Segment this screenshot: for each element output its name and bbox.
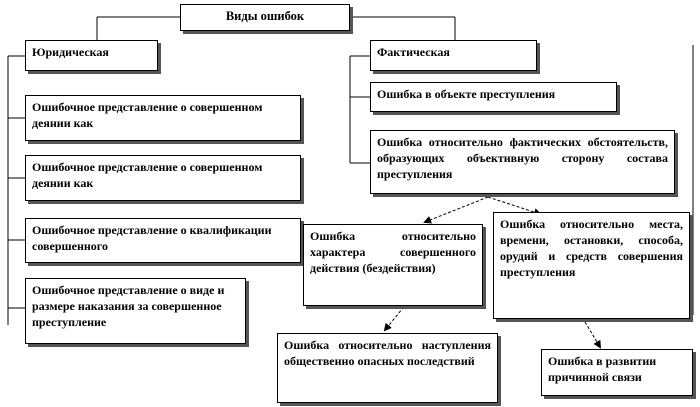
arrow-to-place [487, 196, 542, 216]
legal-error-header: Юридическая [25, 40, 158, 71]
objective-side-node: Ошибка относительно фактических обстояте… [370, 130, 675, 194]
consequences-node: Ошибка относительно наступления обществе… [277, 333, 498, 403]
legal-item-4: Ошибочное представление о виде и размере… [25, 278, 246, 344]
legal-item-3: Ошибочное представление о квалификации с… [25, 218, 301, 263]
legal-item-2: Ошибочное представление о совершенном де… [25, 155, 301, 201]
arrow-to-causal [584, 321, 602, 349]
place-node: Ошибка относительно места, времени, оста… [493, 212, 690, 319]
object-error-node: Ошибка в объекте преступления [370, 82, 617, 112]
arrow-to-nature [423, 196, 489, 224]
arrow-to-consequences [383, 302, 408, 332]
root-node: Виды ошибок [180, 4, 350, 31]
causal-node: Ошибка в развитии причинной связи [541, 349, 693, 396]
factual-error-header: Фактическая [370, 40, 537, 71]
nature-node: Ошибка относительно характера совершенно… [303, 224, 483, 306]
legal-item-1: Ошибочное представление о совершенном де… [25, 95, 301, 141]
